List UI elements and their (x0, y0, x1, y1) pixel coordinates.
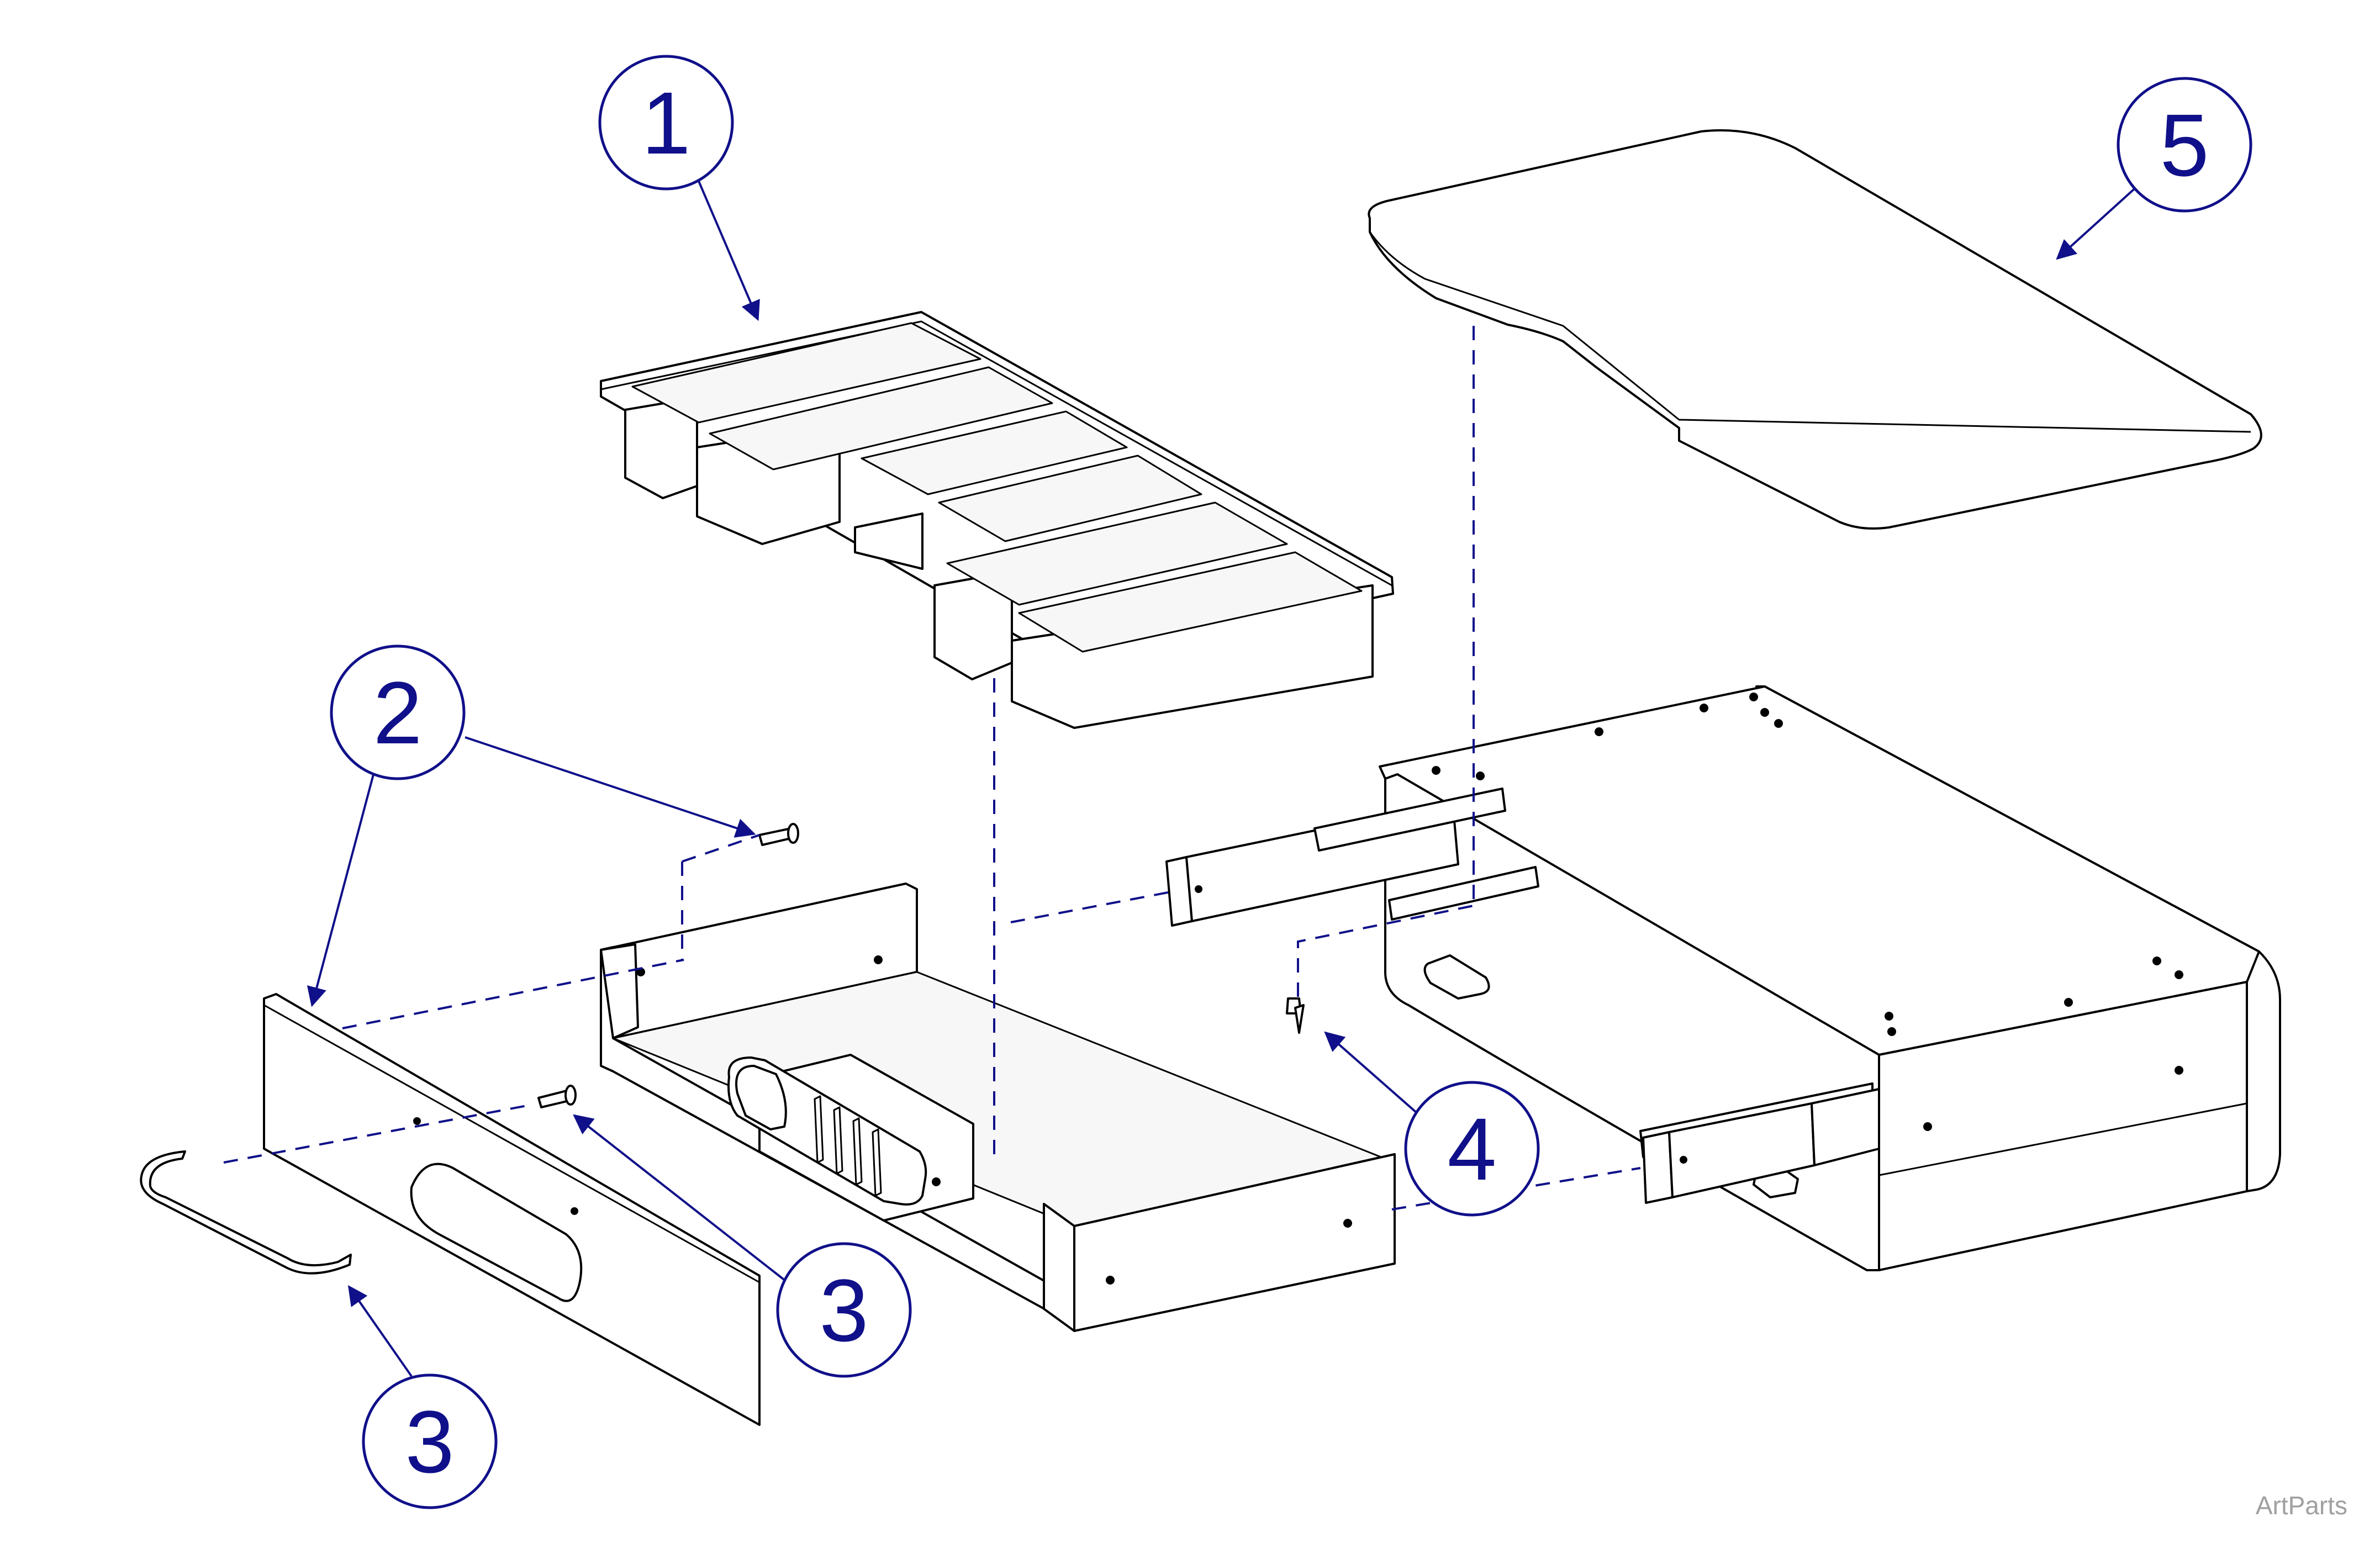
drawer-front-panel-part (263, 993, 761, 1426)
callout-4: 4 (1404, 1081, 1540, 1217)
svg-text:4: 4 (1448, 1100, 1497, 1198)
svg-text:3: 3 (820, 1261, 869, 1360)
svg-text:1: 1 (642, 73, 691, 172)
organizer-tray-part (600, 311, 1394, 729)
callout-3-screw: 3 (776, 1242, 912, 1378)
callout-leader-lines (307, 181, 2140, 1377)
drawer-slide-rear (1165, 788, 1539, 927)
svg-text:5: 5 (2160, 96, 2209, 194)
drawer-slide-front (1639, 1082, 1880, 1204)
callout-1: 1 (598, 55, 734, 191)
screw-mount (1286, 997, 1305, 1034)
svg-text:2: 2 (373, 663, 423, 762)
screw-lower (537, 1085, 577, 1108)
cabinet-housing-part (1379, 685, 2281, 1271)
drawer-box-part (600, 883, 1396, 1332)
svg-text:3: 3 (405, 1392, 455, 1491)
handle-rod-part (140, 1150, 352, 1275)
callout-3-handle: 3 (362, 1373, 498, 1509)
screw-upper (758, 823, 799, 846)
artparts-watermark: ArtParts (2256, 1491, 2347, 1520)
callout-2: 2 (330, 644, 466, 780)
top-pad-part (1368, 129, 2262, 530)
callout-5: 5 (2117, 77, 2252, 213)
